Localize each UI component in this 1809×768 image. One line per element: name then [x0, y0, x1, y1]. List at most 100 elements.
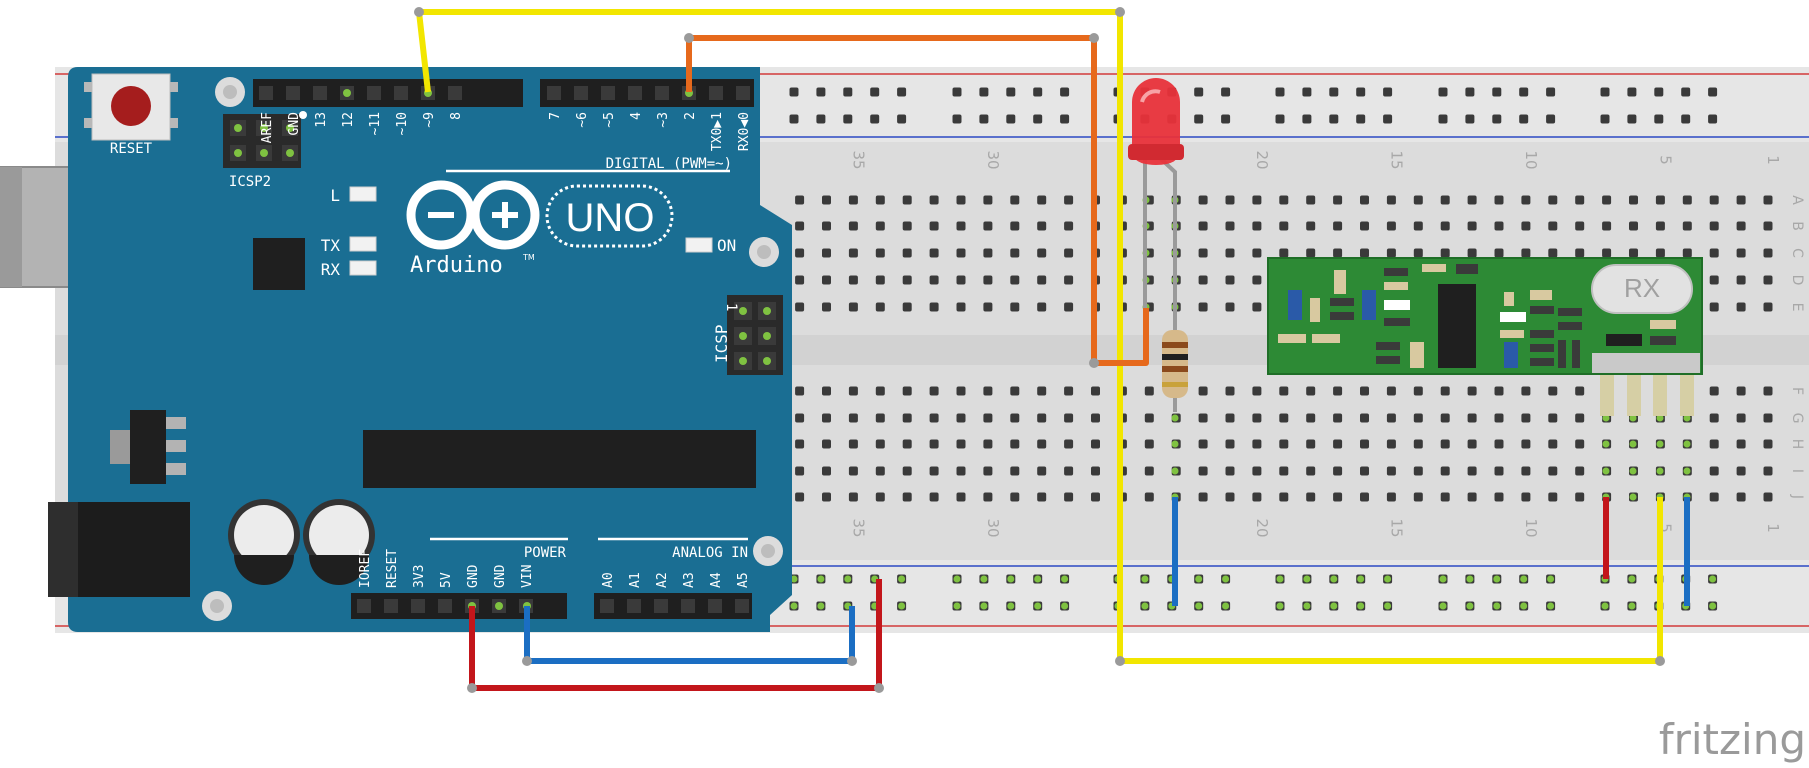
icsp-header: [727, 295, 783, 375]
connected-hole-marker: [790, 575, 798, 583]
breadboard-hole: [1736, 195, 1746, 205]
rx-led-label: RX: [321, 260, 341, 279]
connected-hole-marker: [1628, 575, 1636, 583]
breadboard-hole: [1037, 302, 1047, 312]
connected-hole-marker: [1061, 575, 1069, 583]
column-number: 20: [1253, 518, 1271, 537]
rail-hole: [952, 87, 962, 97]
breadboard-hole: [1575, 413, 1585, 423]
pin-label: TX0▶1: [710, 112, 725, 151]
rail-hole: [1275, 114, 1285, 124]
connected-hole-marker: [1547, 575, 1555, 583]
breadboard-hole: [1709, 439, 1719, 449]
connected-hole-marker: [817, 575, 825, 583]
breadboard-hole: [1064, 302, 1074, 312]
arduino-brand-label: Arduino: [410, 253, 503, 278]
connected-hole-marker: [953, 602, 961, 610]
connected-hole-marker: [898, 575, 906, 583]
tx-led-label: TX: [321, 236, 341, 255]
breadboard-hole: [902, 386, 912, 396]
breadboard-hole: [1386, 492, 1396, 502]
header-pin: [259, 86, 273, 100]
pin-label: A1: [628, 572, 643, 588]
wires: [414, 7, 1690, 693]
breadboard-hole: [1655, 221, 1665, 231]
breadboard-hole: [1010, 275, 1020, 285]
breadboard-hole: [1494, 248, 1504, 258]
pin-marker: [343, 89, 351, 97]
rx-led: [349, 260, 377, 276]
breadboard-hole: [1279, 195, 1289, 205]
resistor: [1162, 308, 1188, 412]
breadboard-hole: [1736, 248, 1746, 258]
breadboard-hole: [1440, 466, 1450, 476]
breadboard-hole: [1010, 221, 1020, 231]
header-pin: [357, 599, 371, 613]
breadboard-hole: [1091, 439, 1100, 449]
breadboard-hole: [1467, 466, 1477, 476]
breadboard-hole: [1709, 466, 1719, 476]
breadboard-hole: [1333, 492, 1343, 502]
breadboard-hole: [1548, 492, 1558, 502]
breadboard-hole: [795, 302, 805, 312]
breadboard-hole: [875, 386, 885, 396]
pin-label: 3V3: [412, 565, 427, 588]
breadboard-hole: [1360, 221, 1369, 231]
pin-label: ~11: [368, 112, 383, 135]
breadboard-hole: [1494, 195, 1504, 205]
breadboard-hole: [848, 221, 858, 231]
connected-hole-marker: [1683, 440, 1691, 448]
breadboard-hole: [1736, 386, 1746, 396]
breadboard-hole: [1548, 221, 1558, 231]
breadboard-hole: [1413, 466, 1423, 476]
breadboard-hole: [1736, 413, 1746, 423]
breadboard-hole: [956, 221, 966, 231]
breadboard-hole: [1306, 439, 1316, 449]
arduino-board: [68, 67, 792, 632]
header-pin: [654, 599, 668, 613]
pin-label: 12: [341, 112, 356, 128]
breadboard-hole: [1709, 386, 1719, 396]
breadboard-hole: [1494, 386, 1504, 396]
connected-hole-marker: [980, 602, 988, 610]
pin-label: ~6: [575, 112, 590, 128]
breadboard-hole: [1010, 466, 1020, 476]
voltage-regulator: [110, 410, 186, 484]
connected-hole-marker: [1520, 602, 1528, 610]
red-led: [1128, 78, 1184, 308]
breadboard-hole: [1225, 492, 1235, 502]
breadboard-hole: [1360, 439, 1369, 449]
pin-label: GND: [287, 112, 302, 136]
breadboard-hole: [1413, 492, 1423, 502]
digital-header-left: [253, 79, 523, 107]
breadboard-hole: [1386, 439, 1396, 449]
digital-pwm-label: DIGITAL (PWM=~): [606, 156, 732, 172]
breadboard-hole: [1010, 386, 1020, 396]
breadboard-hole: [1575, 248, 1585, 258]
rail-hole: [843, 114, 853, 124]
breadboard-hole: [1548, 195, 1558, 205]
breadboard-hole: [1037, 439, 1047, 449]
connected-hole-marker: [1222, 575, 1230, 583]
rail-hole: [1221, 87, 1231, 97]
reset-button[interactable]: [84, 73, 178, 141]
rail-hole: [1708, 114, 1718, 124]
breadboard-hole: [1467, 439, 1477, 449]
connected-hole-marker: [1466, 602, 1474, 610]
breadboard-hole: [1306, 386, 1316, 396]
rail-hole: [1708, 87, 1718, 97]
header-pin: [394, 86, 408, 100]
header-pin: [438, 599, 452, 613]
connected-hole-marker: [1171, 440, 1179, 448]
breadboard-hole: [1306, 413, 1316, 423]
connected-hole-marker: [1629, 467, 1637, 475]
breadboard-hole: [1467, 492, 1477, 502]
breadboard-hole: [822, 275, 831, 285]
breadboard-hole: [822, 492, 831, 502]
breadboard-hole: [1682, 221, 1692, 231]
pin-label: VIN: [520, 565, 535, 588]
arduino-infinity-logo: [406, 180, 540, 250]
row-letter: B: [1789, 221, 1805, 231]
connected-hole-marker: [1357, 575, 1365, 583]
rail-hole: [1681, 87, 1691, 97]
